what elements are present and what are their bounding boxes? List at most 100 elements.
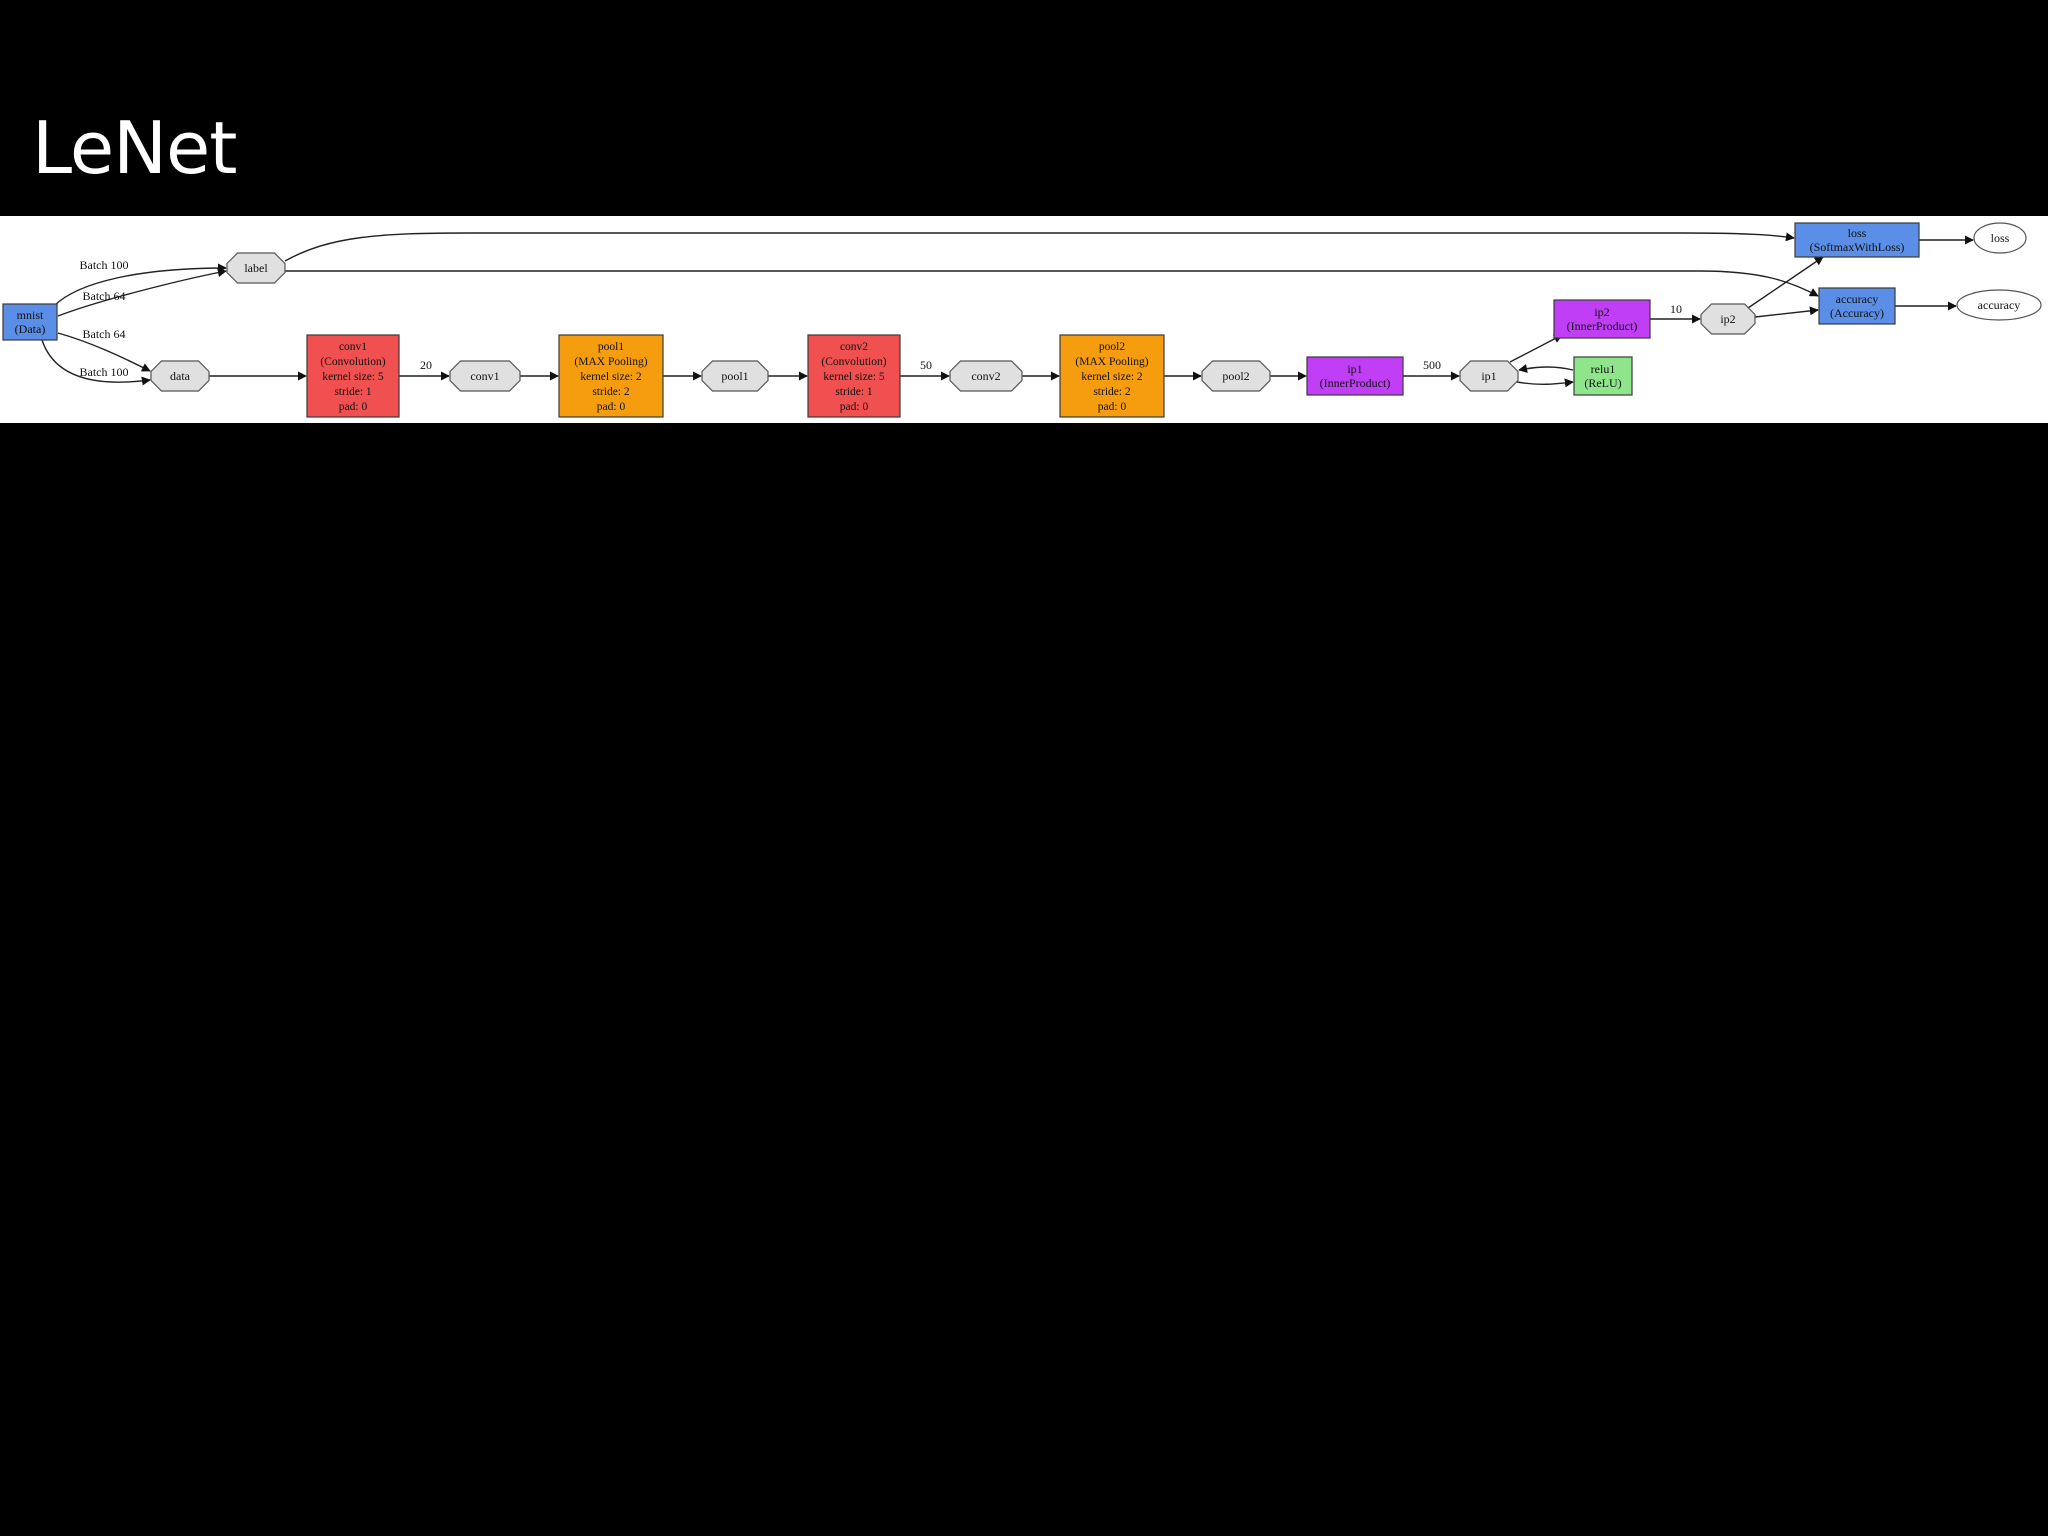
- node-conv2_blob-text: conv2: [971, 369, 1000, 383]
- node-pool2-text: kernel size: 2: [1081, 371, 1143, 383]
- node-conv1_blob: conv1: [449, 360, 521, 392]
- node-conv1-text: (Convolution): [320, 356, 385, 368]
- node-pool1-text: kernel size: 2: [580, 371, 642, 383]
- node-loss-text: loss: [1848, 226, 1867, 240]
- node-conv2-text: pad: 0: [840, 401, 869, 413]
- edge-label: Batch 100: [80, 258, 129, 272]
- node-conv2-text: kernel size: 5: [823, 371, 885, 383]
- node-pool2-text: stride: 2: [1093, 386, 1131, 398]
- edge-relu1-to-ip1_blob: [1518, 364, 1574, 373]
- edge-ip2_blob-to-accuracy: [1754, 306, 1819, 318]
- edge-label: 10: [1670, 302, 1682, 316]
- node-conv2: conv2 (Convolution) kernel size: 5 stride: …: [807, 334, 901, 418]
- node-accuracy-box: [1818, 287, 1896, 325]
- node-accuracy_out: accuracy: [1956, 289, 2042, 321]
- node-accuracy-text: accuracy: [1836, 292, 1879, 306]
- node-relu1-box: [1573, 356, 1633, 396]
- node-pool2-text: pad: 0: [1098, 401, 1127, 413]
- node-loss_out-shape: [1973, 222, 2027, 254]
- node-pool2: pool2 (MAX Pooling) kernel size: 2 stride: …: [1059, 334, 1165, 418]
- node-accuracy: accuracy(Accuracy): [1818, 287, 1896, 325]
- node-pool1-box: [558, 334, 664, 418]
- node-ip1-text: (InnerProduct): [1320, 376, 1391, 390]
- node-conv1_blob-text: conv1: [470, 369, 499, 383]
- node-ip2_blob: ip2: [1700, 303, 1756, 335]
- node-relu1-text: (ReLU): [1584, 376, 1621, 390]
- node-ip2: ip2(InnerProduct): [1553, 299, 1651, 339]
- node-ip1-box: [1306, 356, 1404, 396]
- node-conv2-text: (Convolution): [821, 356, 886, 368]
- node-label_blob-shape: [226, 252, 286, 284]
- node-ip1_blob-shape: [1459, 360, 1519, 392]
- edge-mnist-to-data_blob: [41, 339, 151, 386]
- network-diagram-canvas: mnist(Data) label data conv1 (Convolution) ke…: [2, 222, 2042, 418]
- node-label_blob-text: label: [244, 261, 268, 275]
- node-pool2_blob-shape: [1201, 360, 1271, 392]
- node-accuracy_out-shape: [1956, 289, 2042, 321]
- node-pool1-text: pad: 0: [597, 401, 626, 413]
- edge-label_blob-to-accuracy: [285, 270, 1819, 297]
- edge-mnist-to-label_blob: [53, 263, 227, 307]
- node-ip2-text: ip2: [1594, 305, 1609, 319]
- node-mnist-box: [2, 303, 58, 341]
- edge-label: 50: [920, 358, 932, 372]
- node-conv1-box: [306, 334, 400, 418]
- node-conv2-text: conv2: [840, 341, 868, 353]
- node-conv1-text: stride: 1: [334, 386, 372, 398]
- node-ip2-box: [1553, 299, 1651, 339]
- node-conv2_blob: conv2: [949, 360, 1023, 392]
- slide-title: LeNet: [32, 106, 238, 190]
- edge-label_blob-to-loss: [284, 232, 1795, 262]
- node-ip1_blob: ip1: [1459, 360, 1519, 392]
- network-diagram: mnist(Data) label data conv1 (Convolution) ke…: [0, 216, 2048, 423]
- edge-label: Batch 64: [83, 327, 126, 341]
- node-ip1: ip1(InnerProduct): [1306, 356, 1404, 396]
- node-pool2_blob: pool2: [1201, 360, 1271, 392]
- node-accuracy-text: (Accuracy): [1830, 306, 1884, 320]
- edge-label: Batch 64: [83, 289, 126, 303]
- node-conv2_blob-shape: [949, 360, 1023, 392]
- node-pool1-text: stride: 2: [592, 386, 630, 398]
- node-conv1: conv1(Convolution)kernel size: 5stride: …: [306, 334, 400, 418]
- node-ip2_blob-text: ip2: [1720, 312, 1735, 326]
- node-conv1-text: conv1: [339, 341, 367, 353]
- node-pool1: pool1 (MAX Pooling) kernel size: 2 stride: …: [558, 334, 664, 418]
- node-loss-box: [1794, 222, 1920, 258]
- edge-label: Batch 100: [80, 365, 129, 379]
- node-conv2-box: [807, 334, 901, 418]
- edge-mnist-to-data_blob: [57, 332, 151, 372]
- node-mnist-text: mnist: [17, 308, 44, 322]
- node-ip1_blob-text: ip1: [1481, 369, 1496, 383]
- node-conv1_blob-shape: [449, 360, 521, 392]
- edge-label: 500: [1423, 358, 1441, 372]
- node-pool1_blob-text: pool1: [721, 369, 748, 383]
- node-relu1: relu1(ReLU): [1573, 356, 1633, 396]
- node-pool1-text: (MAX Pooling): [574, 356, 647, 368]
- node-data_blob-text: data: [170, 369, 191, 383]
- node-loss_out-text: loss: [1991, 231, 2010, 245]
- node-pool2-text: pool2: [1099, 341, 1125, 353]
- node-loss_out: loss: [1973, 222, 2027, 254]
- node-conv2-text: stride: 1: [835, 386, 873, 398]
- node-pool2-text: (MAX Pooling): [1075, 356, 1148, 368]
- edge-label: 20: [420, 358, 432, 372]
- node-label_blob: label: [226, 252, 286, 284]
- edge-ip1_blob-to-ip2: [1509, 334, 1563, 363]
- node-relu1-text: relu1: [1591, 362, 1616, 376]
- node-conv1-text: pad: 0: [339, 401, 368, 413]
- node-ip2-text: (InnerProduct): [1567, 319, 1638, 333]
- node-ip1-text: ip1: [1347, 362, 1362, 376]
- node-loss: loss(SoftmaxWithLoss): [1794, 222, 1920, 258]
- node-pool2-box: [1059, 334, 1165, 418]
- node-mnist: mnist(Data): [2, 303, 58, 341]
- edge-mnist-to-label_blob: [57, 268, 227, 317]
- node-mnist-text: (Data): [15, 322, 46, 336]
- node-accuracy_out-text: accuracy: [1978, 298, 2021, 312]
- node-loss-text: (SoftmaxWithLoss): [1810, 240, 1905, 254]
- node-data_blob-shape: [150, 360, 210, 392]
- node-pool2_blob-text: pool2: [1222, 369, 1249, 383]
- node-ip2_blob-shape: [1700, 303, 1756, 335]
- node-data_blob: data: [150, 360, 210, 392]
- node-pool1-text: pool1: [598, 341, 624, 353]
